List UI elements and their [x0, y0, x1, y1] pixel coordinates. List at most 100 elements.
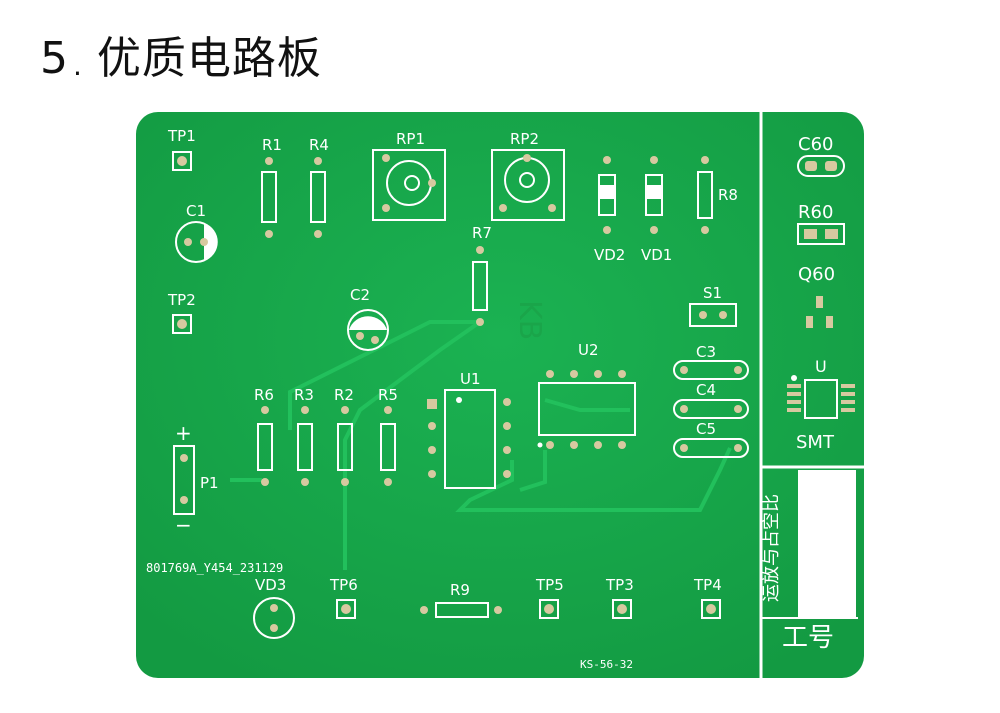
r60-label: R60: [798, 202, 833, 223]
tp6-outline: [336, 599, 356, 619]
r2-label: R2: [334, 386, 354, 404]
r7-pad-bottom: [476, 318, 484, 326]
r7-pad-top: [476, 246, 484, 254]
c1-pad-a: [184, 238, 192, 246]
q60-pads: [806, 296, 833, 328]
r5-label: R5: [378, 386, 398, 404]
vd2-band: [599, 185, 615, 199]
r4-label: R4: [309, 136, 329, 154]
c60-outline: [797, 155, 845, 177]
q60-label: Q60: [798, 264, 835, 285]
c60-label: C60: [798, 134, 833, 155]
tp1-pad: [177, 156, 187, 166]
vd2-pad-top: [603, 156, 611, 164]
r60-outline: [797, 223, 845, 245]
tp4-outline: [701, 599, 721, 619]
vd3-pad-a: [270, 604, 278, 612]
r3-outline: [297, 423, 313, 471]
r7-outline: [472, 261, 488, 311]
c1-polarity-fill: [204, 223, 218, 261]
rp2-pad-2: [548, 204, 556, 212]
vd3-outline: [253, 597, 295, 639]
rp2-pad-3: [523, 154, 531, 162]
r6-pad-top: [261, 406, 269, 414]
tp5-outline: [539, 599, 559, 619]
white-label-box: [798, 470, 856, 618]
s1-label: S1: [703, 284, 722, 302]
c3-pad-b: [734, 366, 742, 374]
r1-pad-top: [265, 157, 273, 165]
tp6-pad: [341, 604, 351, 614]
pcb-board: [136, 112, 864, 678]
r3-pad-top: [301, 406, 309, 414]
page-heading: 5.优质电路板: [40, 22, 322, 86]
r3-label: R3: [294, 386, 314, 404]
c4-pad-b: [734, 405, 742, 413]
s1-outline: [689, 303, 737, 327]
r1-pad-bottom: [265, 230, 273, 238]
r9-label: R9: [450, 581, 470, 599]
r1-outline: [261, 171, 277, 223]
vd1-label: VD1: [641, 246, 672, 264]
c2-polarity-fill: [349, 316, 387, 330]
u2-outline: [538, 382, 636, 436]
copper-traces: [230, 320, 732, 570]
r5-outline: [380, 423, 396, 471]
vertical-text: 运放与占空比: [761, 494, 782, 602]
u-smt-pads: [787, 384, 855, 412]
s1-pad-a: [699, 311, 707, 319]
part-code: KS-56-32: [580, 658, 633, 671]
p1-pad-a: [180, 454, 188, 462]
u2-label: U2: [578, 341, 599, 359]
s1-pad-b: [719, 311, 727, 319]
r4-pad-bottom: [314, 230, 322, 238]
vd1-band: [646, 185, 662, 199]
r7-label: R7: [472, 224, 492, 242]
tp5-pad: [544, 604, 554, 614]
c2-outline: [347, 309, 389, 351]
p1-minus: −: [175, 513, 192, 537]
r3-pad-bottom: [301, 478, 309, 486]
c5-label: C5: [696, 420, 716, 438]
r8-pad-bottom: [701, 226, 709, 234]
c2-pad-b: [371, 336, 379, 344]
c4-label: C4: [696, 381, 716, 399]
r8-label: R8: [718, 186, 738, 204]
rp2-pad-1: [499, 204, 507, 212]
r5-pad-top: [384, 406, 392, 414]
c5-outline: [673, 438, 749, 458]
heading-separator: .: [73, 49, 83, 82]
heading-number: 5: [40, 33, 69, 84]
rp1-label: RP1: [396, 130, 425, 148]
tp2-pad: [177, 319, 187, 329]
rp1-knob: [404, 175, 420, 191]
rp1-pad-2: [428, 179, 436, 187]
tp2-outline: [172, 314, 192, 334]
r5-pad-bottom: [384, 478, 392, 486]
c2-label: C2: [350, 286, 370, 304]
u1-label: U1: [460, 370, 481, 388]
c1-pad-b: [200, 238, 208, 246]
smt-label: SMT: [796, 432, 835, 453]
rp2-outline: [491, 149, 565, 221]
tp1-outline: [172, 151, 192, 171]
c60-pad-b: [825, 161, 837, 171]
r4-outline: [310, 171, 326, 223]
c5-pad-b: [734, 444, 742, 452]
c5-pad-a: [680, 444, 688, 452]
u-smt-outline: [804, 379, 838, 419]
tp4-label: TP4: [693, 576, 722, 594]
c2-pad-a: [356, 332, 364, 340]
r6-outline: [257, 423, 273, 471]
u-smt-pin1-dot: [791, 375, 797, 381]
work-no-label: 工号: [782, 623, 834, 653]
p1-label: P1: [200, 474, 219, 492]
r8-outline: [697, 171, 713, 219]
u1-pin1-dot: [456, 397, 462, 403]
u2-pin1-dot: [537, 442, 543, 448]
c3-pad-a: [680, 366, 688, 374]
vd2-pad-bottom: [603, 226, 611, 234]
r2-pad-bottom: [341, 478, 349, 486]
vd3-label: VD3: [255, 576, 286, 594]
